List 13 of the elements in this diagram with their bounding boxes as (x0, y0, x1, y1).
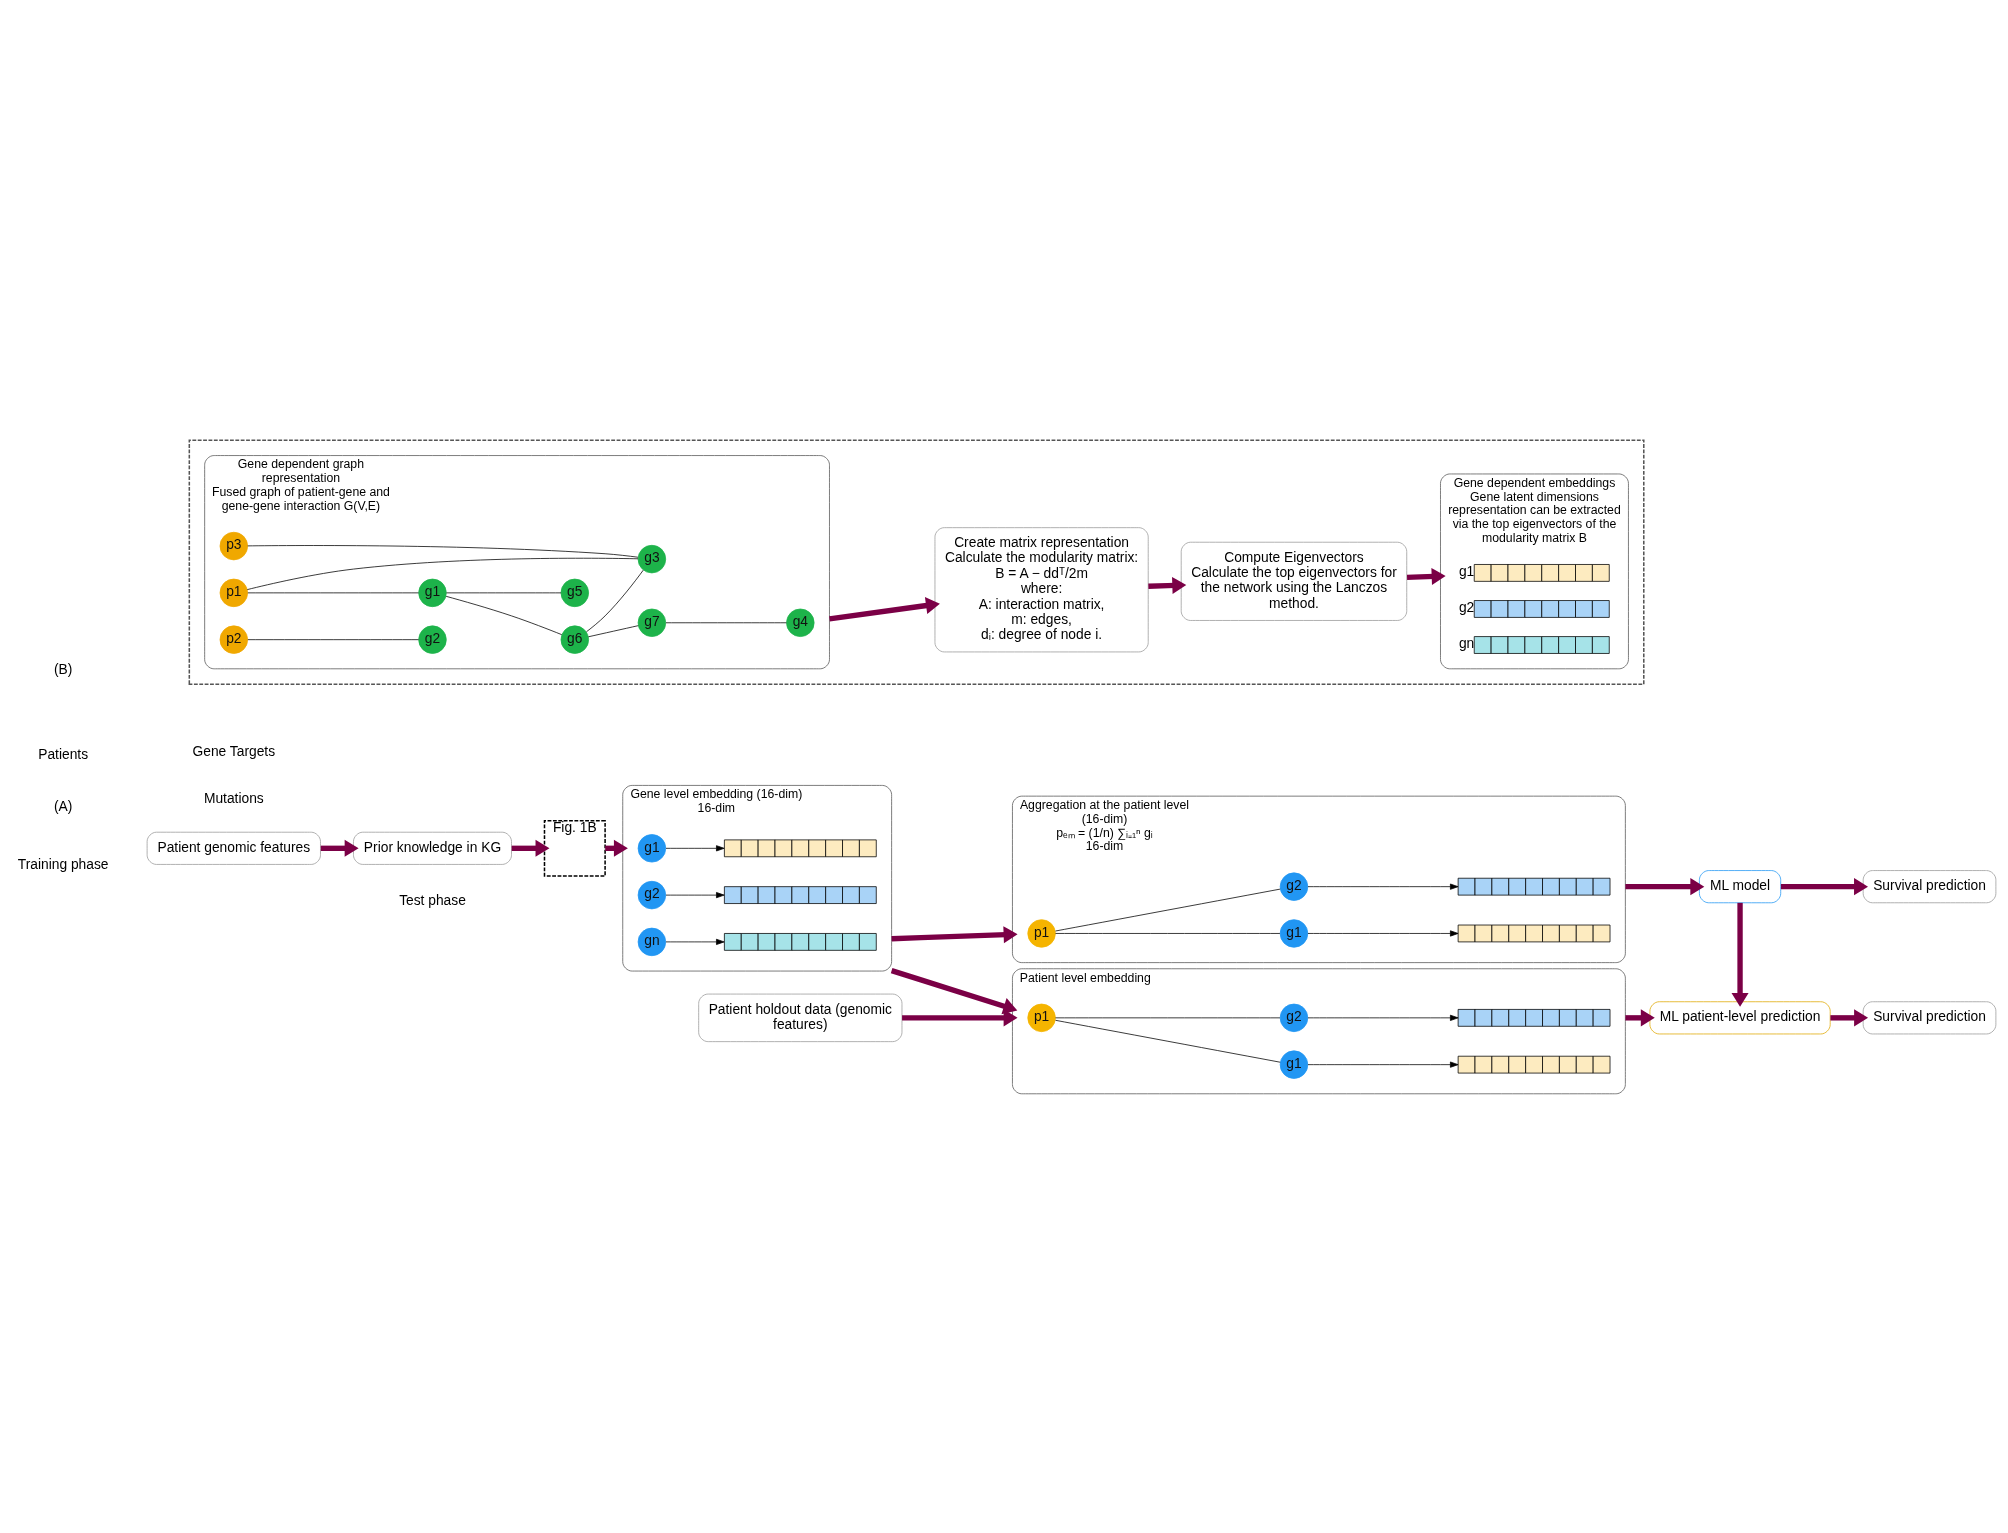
label: Training phase (17, 856, 109, 872)
node-label: 16-dim (697, 800, 736, 815)
node-label: 16-dim (1085, 838, 1124, 853)
label: Patients (38, 746, 89, 762)
node-label: gn (1458, 635, 1475, 651)
label: Gene Targets (192, 743, 276, 759)
node-label: pₑₘ = (1/n) ∑ᵢ₌₁ⁿ gᵢ (1056, 825, 1153, 840)
label: (B) (53, 661, 73, 677)
node-label: g2 (1458, 599, 1475, 615)
node-label: g1 (1458, 563, 1475, 579)
label: (A) (53, 798, 73, 814)
label: Test phase (399, 892, 466, 908)
label: Mutations (203, 790, 264, 806)
